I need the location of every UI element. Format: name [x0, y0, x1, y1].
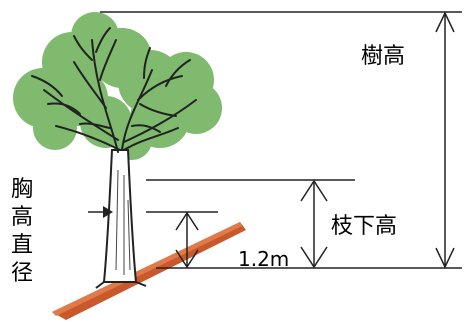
svg-text:直: 直: [11, 233, 33, 258]
dbh-pointer: [88, 206, 113, 218]
tree-height-label: 樹高: [361, 44, 405, 69]
ground-slope: [52, 222, 246, 320]
clear-bole-arrow: [300, 179, 328, 269]
svg-text:径: 径: [11, 261, 33, 286]
tree-crown: [13, 12, 222, 160]
svg-text:高: 高: [11, 205, 33, 230]
measurement-lines: [100, 11, 462, 269]
svg-text:胸: 胸: [11, 177, 33, 202]
dbh-label: 胸 高 直 径: [11, 177, 33, 286]
breast-height-arrow: [175, 211, 199, 269]
tree-height-arrow: [435, 11, 455, 269]
breast-height-label: 1.2m: [238, 247, 289, 271]
tree-trunk: [95, 149, 147, 289]
clear-bole-height-label: 枝下高: [331, 214, 397, 239]
tree-branches: [31, 27, 197, 153]
